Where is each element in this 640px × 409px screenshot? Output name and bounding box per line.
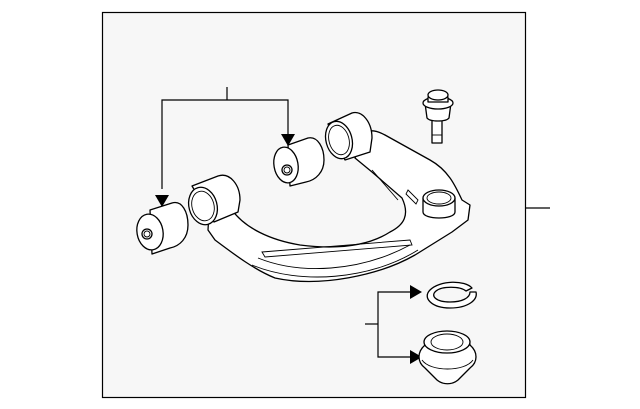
bushing-rear[interactable]	[271, 137, 325, 187]
arrow-icon	[410, 285, 422, 299]
ball-joint-bolt[interactable]	[422, 89, 454, 144]
boot-kit-leader[interactable]	[365, 285, 422, 364]
dust-boot[interactable]	[418, 330, 477, 385]
bushing-leader[interactable]	[155, 87, 295, 207]
bushing-front[interactable]	[134, 201, 189, 255]
arrow-icon	[155, 195, 169, 207]
upper-control-arm[interactable]	[185, 111, 471, 283]
arrow-icon	[410, 350, 422, 364]
arrow-icon	[281, 134, 295, 146]
retaining-clip[interactable]	[426, 281, 477, 309]
